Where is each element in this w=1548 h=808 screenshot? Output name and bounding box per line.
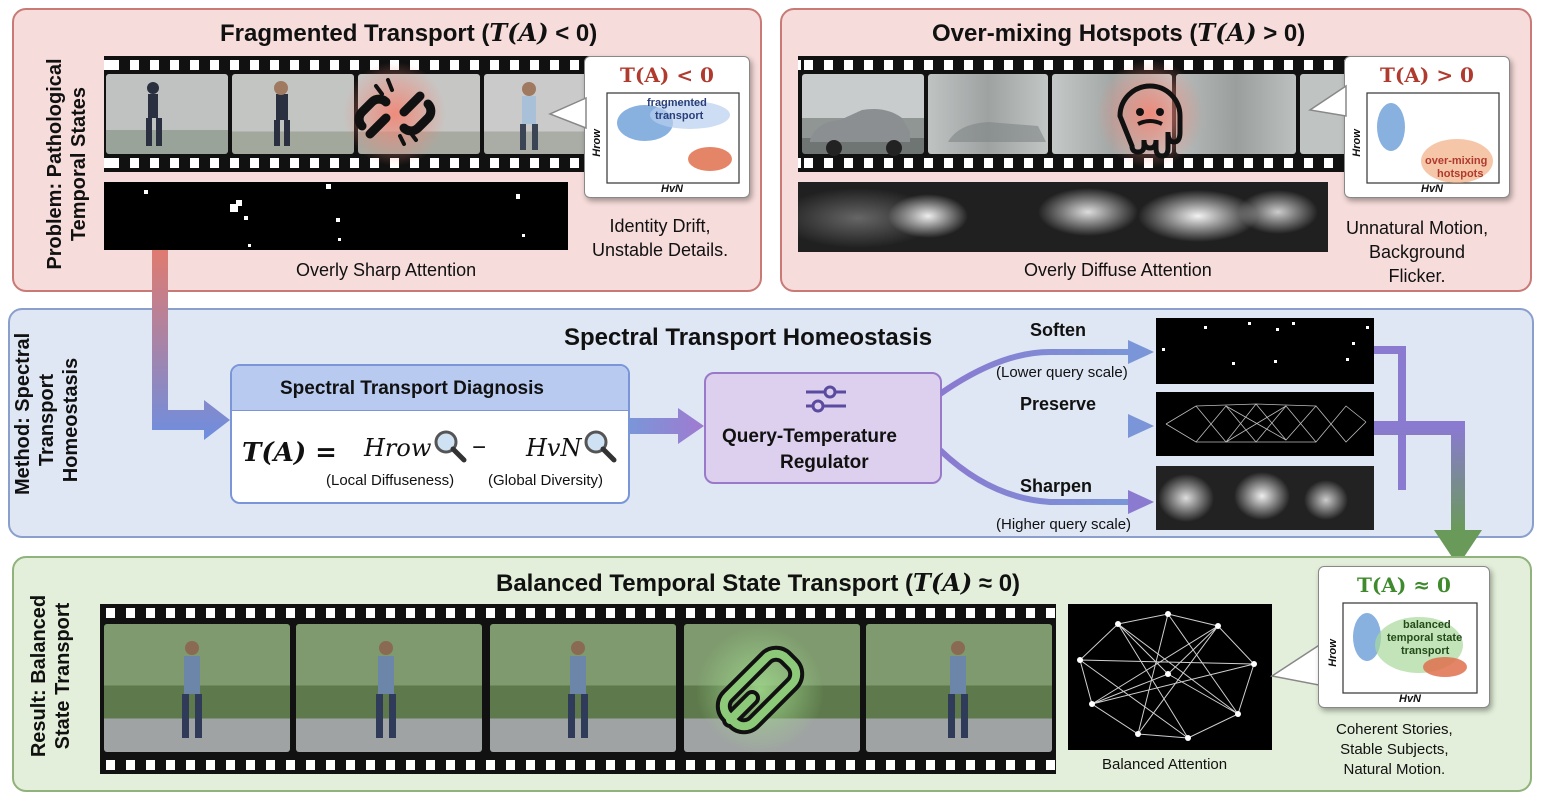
balanced-attention-map	[1068, 604, 1272, 750]
melting-icon	[1096, 60, 1204, 168]
balanced-attention-caption: Balanced Attention	[1102, 756, 1228, 773]
term1-note: (Local Diffuseness)	[326, 472, 455, 489]
callout-title: T(A) ≈ 0	[1357, 573, 1451, 597]
sharp-attention-caption: Overly Sharp Attention	[296, 260, 477, 280]
preserved-attention-map	[1156, 392, 1374, 456]
video-frame	[232, 74, 354, 154]
y-axis-label: Hrow	[590, 129, 603, 157]
cluster-label: temporal state	[1387, 632, 1463, 644]
callout-pointer	[548, 96, 587, 130]
video-frame	[106, 74, 228, 154]
term-hvn: HvN	[526, 434, 582, 462]
problem-side-label-line2: Temporal States	[68, 86, 90, 242]
cluster-label: transport	[1401, 645, 1450, 657]
over-mixing-filmstrip	[798, 56, 1350, 172]
sharp-attention-map	[104, 182, 568, 250]
term-hrow: Hrow	[364, 434, 432, 462]
minus-sign: −	[472, 434, 487, 461]
regulator-label-line1: Query-Temperature	[722, 426, 897, 447]
balanced-filmstrip	[100, 604, 1056, 774]
cluster-label: fragmented	[647, 97, 707, 109]
diffuse-attention-map	[798, 182, 1328, 252]
callout-pointer	[1308, 84, 1347, 117]
branch-arrows	[940, 340, 1154, 514]
balanced-callout: T(A) ≈ 0 balanced temporal state transpo…	[1318, 566, 1490, 708]
magnifier-icon	[434, 430, 467, 463]
regulator-box: Query-Temperature Regulator	[704, 372, 942, 484]
cluster-label: balanced	[1403, 619, 1451, 631]
diagnosis-box: Spectral Transport Diagnosis T(A) = Hrow…	[230, 364, 630, 504]
sharpen-label: Sharpen	[1020, 476, 1093, 496]
x-axis-label: HvN	[1421, 183, 1444, 195]
result-title: Balanced Temporal State Transport (T(A) …	[496, 568, 1021, 597]
sharpen-note: (Higher query scale)	[996, 516, 1132, 533]
magnifier-icon	[584, 430, 617, 463]
diagnosis-header	[232, 366, 628, 411]
sharpened-attention-map	[1156, 466, 1374, 530]
chain-link-icon	[696, 626, 824, 754]
diffuse-attention-caption: Overly Diffuse Attention	[1024, 260, 1212, 280]
method-title: Spectral Transport Homeostasis	[564, 324, 933, 351]
balanced-effects: Coherent Stories,Stable Subjects,Natural…	[1336, 721, 1453, 778]
cluster-label: hotspots	[1437, 168, 1484, 180]
x-axis-label: HvN	[1399, 693, 1422, 705]
x-axis-label: HvN	[661, 183, 684, 195]
fragmented-filmstrip	[104, 56, 590, 172]
fragmented-effects: Identity Drift,Unstable Details.	[592, 216, 729, 260]
term2-note: (Global Diversity)	[488, 472, 604, 489]
over-mixing-title: Over-mixing Hotspots (T(A) > 0)	[932, 18, 1306, 47]
broken-chain-icon	[343, 62, 447, 166]
input-arrow	[152, 250, 230, 440]
softened-attention-map	[1156, 318, 1374, 384]
output-arrow	[1374, 346, 1482, 566]
problem-side-label: Problem: Pathological Temporal States	[43, 49, 91, 279]
fragmented-transport-title: Fragmented Transport (T(A) < 0)	[220, 18, 598, 47]
preserve-label: Preserve	[1020, 394, 1097, 414]
diagnosis-equation: T(A) =	[242, 438, 337, 468]
callout-title: T(A) > 0	[1380, 63, 1474, 87]
y-axis-label: Hrow	[1326, 639, 1339, 667]
soften-label: Soften	[1030, 320, 1086, 340]
callout-title: T(A) < 0	[620, 63, 714, 87]
over-mixing-callout: T(A) > 0 over-mixing hotspots Hrow HvN	[1344, 56, 1510, 198]
fragmented-callout: T(A) < 0 fragmented transport Hrow HvN	[584, 56, 750, 198]
y-axis-label: Hrow	[1350, 129, 1363, 157]
regulator-label-line2: Regulator	[780, 452, 869, 473]
problem-side-label-line1: Problem: Pathological	[44, 58, 66, 270]
sliders-icon	[806, 385, 846, 413]
cluster-label: transport	[655, 110, 704, 122]
cluster-label: over-mixing	[1425, 155, 1488, 167]
diagnosis-title: Spectral Transport Diagnosis	[280, 378, 544, 399]
diagnosis-to-regulator-arrow	[630, 408, 704, 444]
soften-note: (Lower query scale)	[996, 364, 1128, 381]
